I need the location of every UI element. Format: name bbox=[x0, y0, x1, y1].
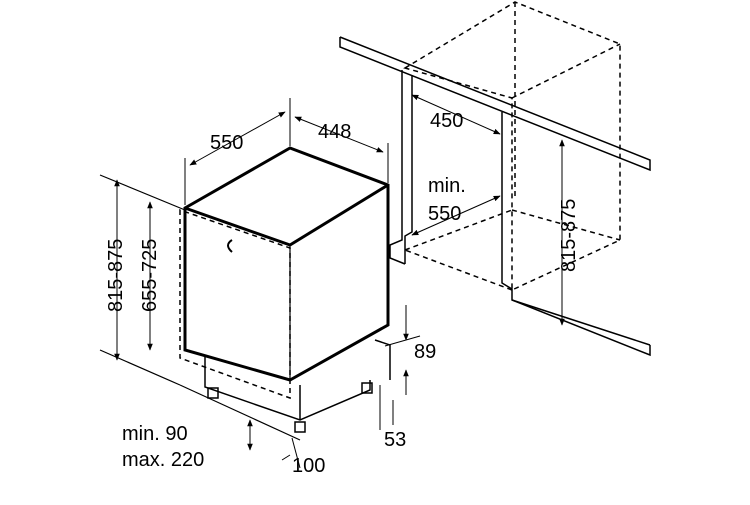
offset-100-label: 100 bbox=[292, 455, 325, 477]
cabinet-depth-450-label: 450 bbox=[430, 110, 463, 132]
min-label: min. bbox=[428, 175, 466, 197]
depth-550-label: 550 bbox=[210, 132, 243, 154]
cabinet-height-label: 815-875 bbox=[558, 199, 580, 272]
plinth-min-label: min. 90 bbox=[122, 423, 188, 445]
toe-89-label: 89 bbox=[414, 341, 436, 363]
min-depth-550-label: 550 bbox=[428, 203, 461, 225]
side-panel bbox=[389, 70, 651, 357]
height-left-label: 815-875 bbox=[105, 239, 127, 312]
plinth-max-label: max. 220 bbox=[122, 449, 204, 471]
dimension-lines bbox=[114, 94, 565, 469]
width-448-label: 448 bbox=[318, 121, 351, 143]
appliance-height-label: 655-725 bbox=[139, 239, 161, 312]
floor-lines bbox=[99, 174, 301, 441]
worktop bbox=[339, 36, 651, 172]
dishwasher-body bbox=[179, 146, 391, 433]
foot-53-label: 53 bbox=[384, 429, 406, 451]
